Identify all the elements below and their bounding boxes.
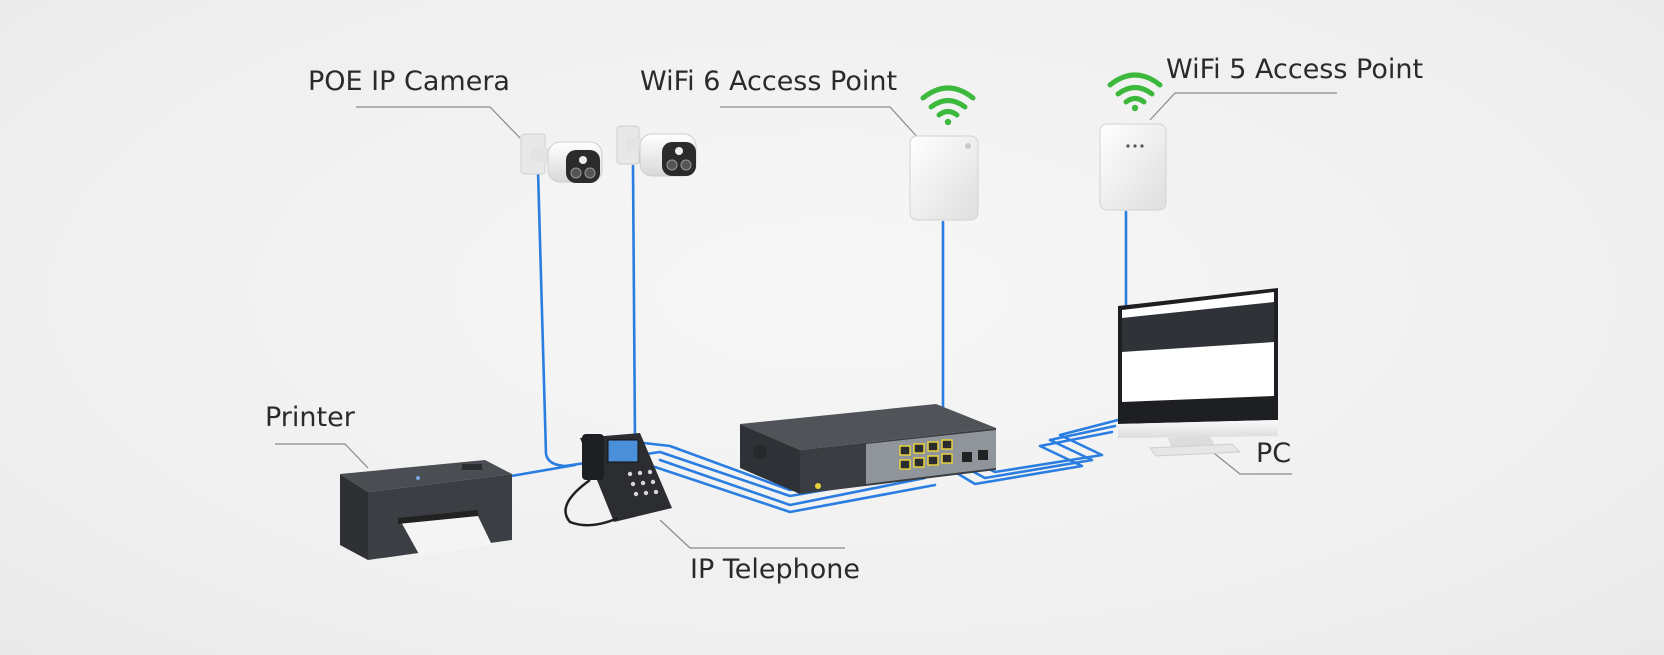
cable-telephone-2: [653, 465, 937, 514]
leader-line-wifi5: [1149, 92, 1337, 121]
label-ip-telephone: IP Telephone: [690, 554, 860, 585]
wifi-signal-icon: [1107, 72, 1163, 112]
leader-line-camera: [356, 106, 521, 139]
wifi5-access-point: [1099, 123, 1167, 211]
leader-lines: [275, 92, 1337, 549]
ip-telephone-device: [564, 433, 672, 527]
pc-monitor: [1118, 288, 1278, 457]
poe-switch-device: [740, 404, 996, 494]
label-wifi5-access-point: WiFi 5 Access Point: [1166, 54, 1424, 85]
label-printer: Printer: [265, 402, 355, 433]
printer-device: [340, 460, 512, 560]
label-wifi6-access-point: WiFi 6 Access Point: [640, 66, 898, 97]
cable-pc-2: [953, 424, 1117, 480]
cable-printer: [498, 463, 577, 480]
wifi6-access-point: [909, 135, 979, 221]
wifi-signal-icon: [920, 85, 976, 126]
leader-line-wifi6: [720, 106, 921, 141]
poe-ip-camera-1: [520, 133, 603, 183]
leader-line-telephone: [659, 519, 845, 549]
label-poe-ip-camera: POE IP Camera: [308, 66, 510, 97]
leader-line-printer: [275, 443, 369, 469]
cable-telephone: [658, 458, 927, 507]
leader-line-pc: [1209, 449, 1292, 475]
label-pc: PC: [1256, 438, 1292, 469]
cable-pc-1: [943, 430, 1114, 486]
poe-ip-camera-2: [616, 125, 697, 177]
